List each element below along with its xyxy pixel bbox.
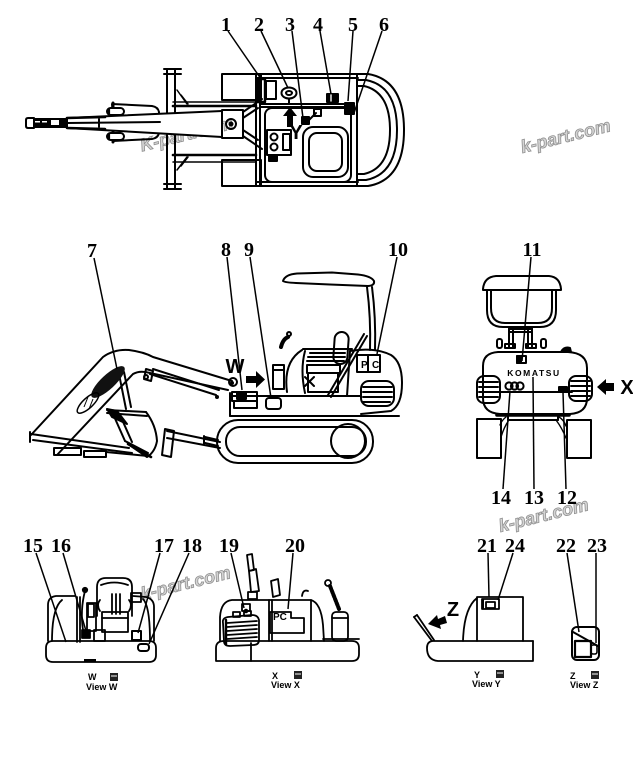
svg-text:7: 7: [87, 240, 97, 262]
svg-text:11: 11: [523, 239, 542, 261]
svg-text:3: 3: [285, 14, 295, 36]
svg-text:1: 1: [221, 14, 231, 36]
svg-text:15: 15: [23, 535, 43, 557]
svg-text:9: 9: [244, 239, 254, 261]
svg-text:19: 19: [219, 535, 239, 557]
svg-text:View Y: View Y: [472, 679, 501, 689]
svg-text:KOMATSU: KOMATSU: [507, 368, 561, 378]
svg-text:13: 13: [524, 487, 544, 509]
svg-text:21: 21: [477, 535, 497, 557]
svg-text:X: X: [620, 377, 633, 399]
svg-text:k-part.com: k-part.com: [138, 562, 232, 604]
svg-text:14: 14: [491, 487, 511, 509]
svg-text:Y: Y: [474, 670, 480, 680]
svg-text:C: C: [372, 360, 379, 371]
svg-text:W: W: [88, 672, 97, 682]
svg-text:18: 18: [182, 535, 202, 557]
svg-text:W: W: [226, 356, 245, 378]
svg-text:17: 17: [154, 535, 174, 557]
svg-text:View Z: View Z: [570, 680, 599, 690]
svg-text:6: 6: [379, 14, 389, 36]
svg-text:View W: View W: [86, 682, 118, 692]
svg-text:10: 10: [388, 239, 408, 261]
svg-text:4: 4: [313, 14, 323, 36]
svg-text:X: X: [272, 671, 278, 681]
svg-text:View X: View X: [271, 680, 300, 690]
svg-text:22: 22: [556, 535, 576, 557]
svg-text:2: 2: [254, 14, 264, 36]
svg-text:Z: Z: [447, 599, 459, 621]
svg-text:P: P: [361, 360, 368, 371]
svg-text:16: 16: [51, 535, 71, 557]
svg-text:5: 5: [348, 14, 358, 36]
svg-text:23: 23: [587, 535, 607, 557]
svg-text:Y: Y: [289, 122, 303, 144]
svg-text:PC: PC: [273, 612, 287, 623]
svg-text:20: 20: [285, 535, 305, 557]
svg-text:k-part.com: k-part.com: [518, 115, 612, 157]
svg-text:24: 24: [505, 535, 525, 557]
svg-text:12: 12: [557, 487, 577, 509]
svg-text:Z: Z: [570, 671, 576, 681]
svg-text:8: 8: [221, 239, 231, 261]
